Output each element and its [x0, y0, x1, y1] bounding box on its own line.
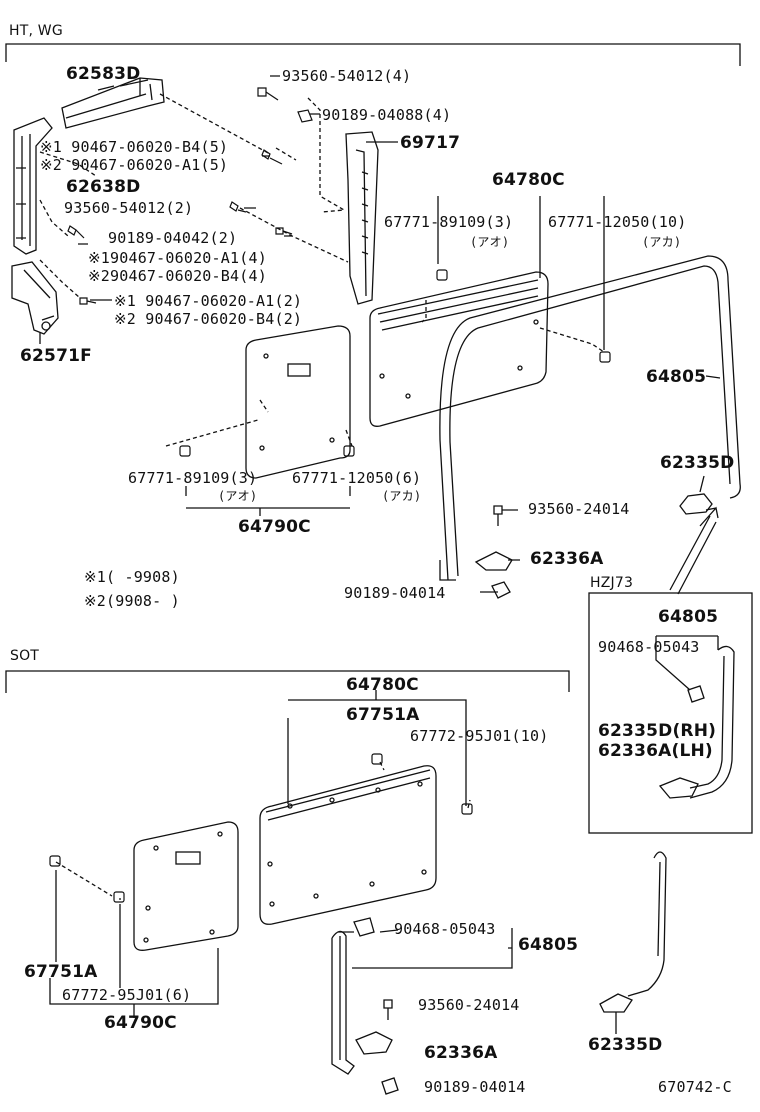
- footnote-2: ※2(9908- ): [84, 592, 180, 610]
- part-label-sot-67751A-left: 67751A: [24, 962, 98, 982]
- screw-group-upper: [67, 87, 313, 305]
- part-label-sot-67772-95J01-10: 67772-95J01(10): [410, 727, 549, 745]
- sot-62335D-strip: [599, 851, 667, 1013]
- part-label-m1-90467-a1-4: ※190467-06020-A1(4): [88, 249, 267, 267]
- part-label-sot-93560-24014: 93560-24014: [418, 996, 520, 1014]
- part-label-hzj-62336A-lh: 62336A(LH): [598, 741, 713, 761]
- part-label-sot-90468-05043: 90468-05043: [394, 920, 496, 938]
- part-label-m1-90467-a1-2: ※1 90467-06020-A1(2): [114, 292, 303, 310]
- part-label-m2-90467-b4-2: ※2 90467-06020-B4(2): [114, 310, 303, 328]
- leader-62583D: [119, 79, 149, 87]
- part-label-sot-90189-04014: 90189-04014: [424, 1078, 526, 1096]
- part-label-67771-12050-6: 67771-12050(6): [292, 469, 422, 487]
- bracket-62583D: [61, 77, 165, 129]
- figure-code: 670742-C: [658, 1078, 732, 1096]
- part-label-m2-90467-a1-5: ※2 90467-06020-A1(5): [40, 156, 229, 174]
- part-label-69717: 69717: [400, 133, 461, 153]
- sot-64805-leaders: [338, 928, 513, 969]
- part-label-93560-54012-2: 93560-54012(2): [64, 199, 194, 217]
- sot-panel-64780C: [259, 765, 437, 925]
- section-title-hzj73: HZJ73: [590, 575, 634, 591]
- part-label-93560-24014-top: 93560-24014: [528, 500, 630, 518]
- arrow-to-hzj73: [699, 506, 719, 527]
- sot-weatherstrip: [331, 917, 399, 1095]
- pillar-trim-69717: [345, 131, 379, 305]
- sot-clips: [49, 753, 473, 903]
- part-note-ao-top: (アオ): [470, 235, 510, 249]
- hzj73-weatherstrip: [658, 645, 735, 799]
- part-label-sot-67772-95J01-6: 67772-95J01(6): [62, 986, 192, 1004]
- hzj73-box: [588, 592, 753, 834]
- part-label-93560-54012-4: 93560-54012(4): [282, 67, 412, 85]
- part-label-62335D-top: 62335D: [660, 453, 735, 473]
- section-title-sot: SOT: [10, 648, 40, 664]
- panel-64790C: [245, 325, 351, 479]
- hzj73-leaders: [655, 635, 719, 691]
- part-label-90189-04088-4: 90189-04088(4): [322, 106, 452, 124]
- label-leaders: [78, 75, 721, 593]
- part-label-sot-67751A-top: 67751A: [346, 705, 420, 725]
- part-label-67771-89109-3-mid: 67771-89109(3): [128, 469, 258, 487]
- clips-mid: [179, 269, 611, 457]
- sot-panel-64790C: [133, 821, 239, 951]
- sot-leaders-left: [49, 870, 219, 1018]
- pillar-62638D: [13, 117, 53, 255]
- part-label-hzj-64805: 64805: [658, 607, 719, 627]
- part-label-62583D: 62583D: [66, 64, 141, 84]
- part-label-62571F: 62571F: [20, 346, 92, 366]
- part-label-64780C-top: 64780C: [492, 170, 565, 190]
- part-label-67771-89109-3-top: 67771-89109(3): [384, 213, 514, 231]
- part-label-sot-64790C: 64790C: [104, 1013, 177, 1033]
- part-label-67771-12050-10: 67771-12050(10): [548, 213, 687, 231]
- bracket-62571F: [11, 261, 59, 335]
- parts-lower-right-top: [474, 493, 713, 599]
- part-label-sot-64805: 64805: [518, 935, 579, 955]
- part-note-aka-mid: (アカ): [382, 489, 422, 503]
- part-label-90189-04042-2: 90189-04042(2): [108, 229, 238, 247]
- sot-dashed: [55, 761, 471, 900]
- part-label-64790C-top: 64790C: [238, 517, 311, 537]
- part-label-90189-04014-top: 90189-04014: [344, 584, 446, 602]
- panel-64780C: [369, 271, 549, 427]
- part-label-sot-64780C: 64780C: [346, 675, 419, 695]
- part-label-hzj-90468-05043: 90468-05043: [598, 638, 700, 656]
- weatherstrip-64805: [439, 255, 741, 581]
- sot-section-bracket: [5, 670, 570, 693]
- part-label-sot-62335D: 62335D: [588, 1035, 663, 1055]
- footnote-1: ※1( -9908): [84, 568, 180, 586]
- part-label-62638D: 62638D: [66, 177, 141, 197]
- dashed-leaders-mid: [165, 300, 605, 447]
- part-note-ao-mid: (アオ): [218, 489, 258, 503]
- part-label-62336A-top: 62336A: [530, 549, 604, 569]
- part-note-aka-top: (アカ): [642, 235, 682, 249]
- part-label-hzj-62335D-rh: 62335D(RH): [598, 721, 717, 741]
- part-label-sot-62336A: 62336A: [424, 1043, 498, 1063]
- part-label-64805-top: 64805: [646, 367, 707, 387]
- section-title-ht-wg: HT, WG: [9, 23, 63, 39]
- ht-section-bracket: [5, 43, 741, 66]
- part-label-m1-90467-b4-5: ※1 90467-06020-B4(5): [40, 138, 229, 156]
- part-label-m2-90467-b4-4: ※290467-06020-B4(4): [88, 267, 267, 285]
- sot-64780C-bracket: [287, 690, 467, 806]
